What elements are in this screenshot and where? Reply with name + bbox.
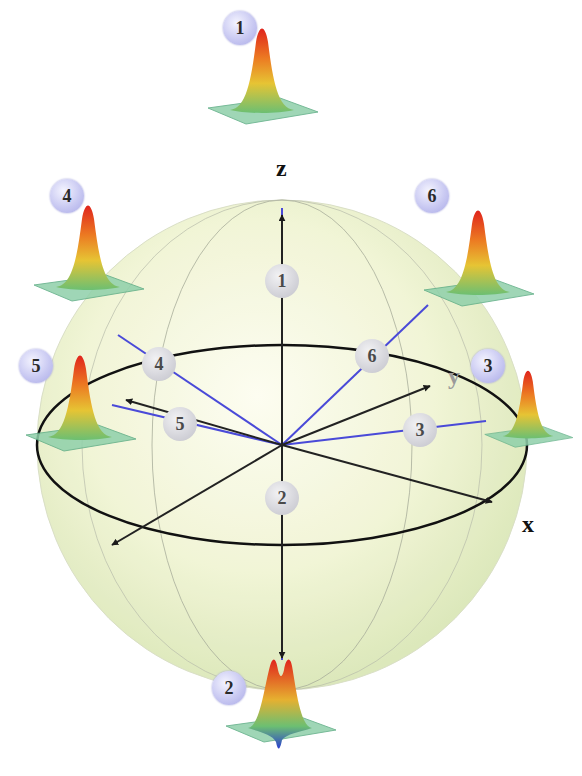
callout-number: 6 <box>428 187 437 205</box>
axis-label: z <box>276 156 287 180</box>
callout-number: 6 <box>368 347 377 365</box>
callout-number: 1 <box>278 272 287 290</box>
callout-number: 3 <box>416 421 425 439</box>
callout-circle: 5 <box>19 349 53 383</box>
state-marker-circle: 6 <box>355 339 389 373</box>
state-marker-circle: 2 <box>265 481 299 515</box>
callout-circle: 4 <box>50 179 84 213</box>
callout-circle: 6 <box>415 179 449 213</box>
callout-number: 5 <box>176 415 185 433</box>
callout-number: 2 <box>225 679 234 697</box>
callout-number: 4 <box>155 355 164 373</box>
axis-label: x <box>522 512 534 536</box>
state-marker-circle: 4 <box>142 347 176 381</box>
axis-label: y <box>448 364 460 388</box>
callout-circle: 2 <box>212 671 246 705</box>
callout-number: 1 <box>236 19 245 37</box>
state-marker-circle: 3 <box>403 413 437 447</box>
state-marker-circle: 5 <box>163 407 197 441</box>
callout-number: 5 <box>32 357 41 375</box>
callout-circle: 3 <box>471 349 505 383</box>
callout-number: 3 <box>484 357 493 375</box>
callout-number: 2 <box>278 489 287 507</box>
callout-circle: 1 <box>223 11 257 45</box>
callout-number: 4 <box>63 187 72 205</box>
state-marker-circle: 1 <box>265 264 299 298</box>
